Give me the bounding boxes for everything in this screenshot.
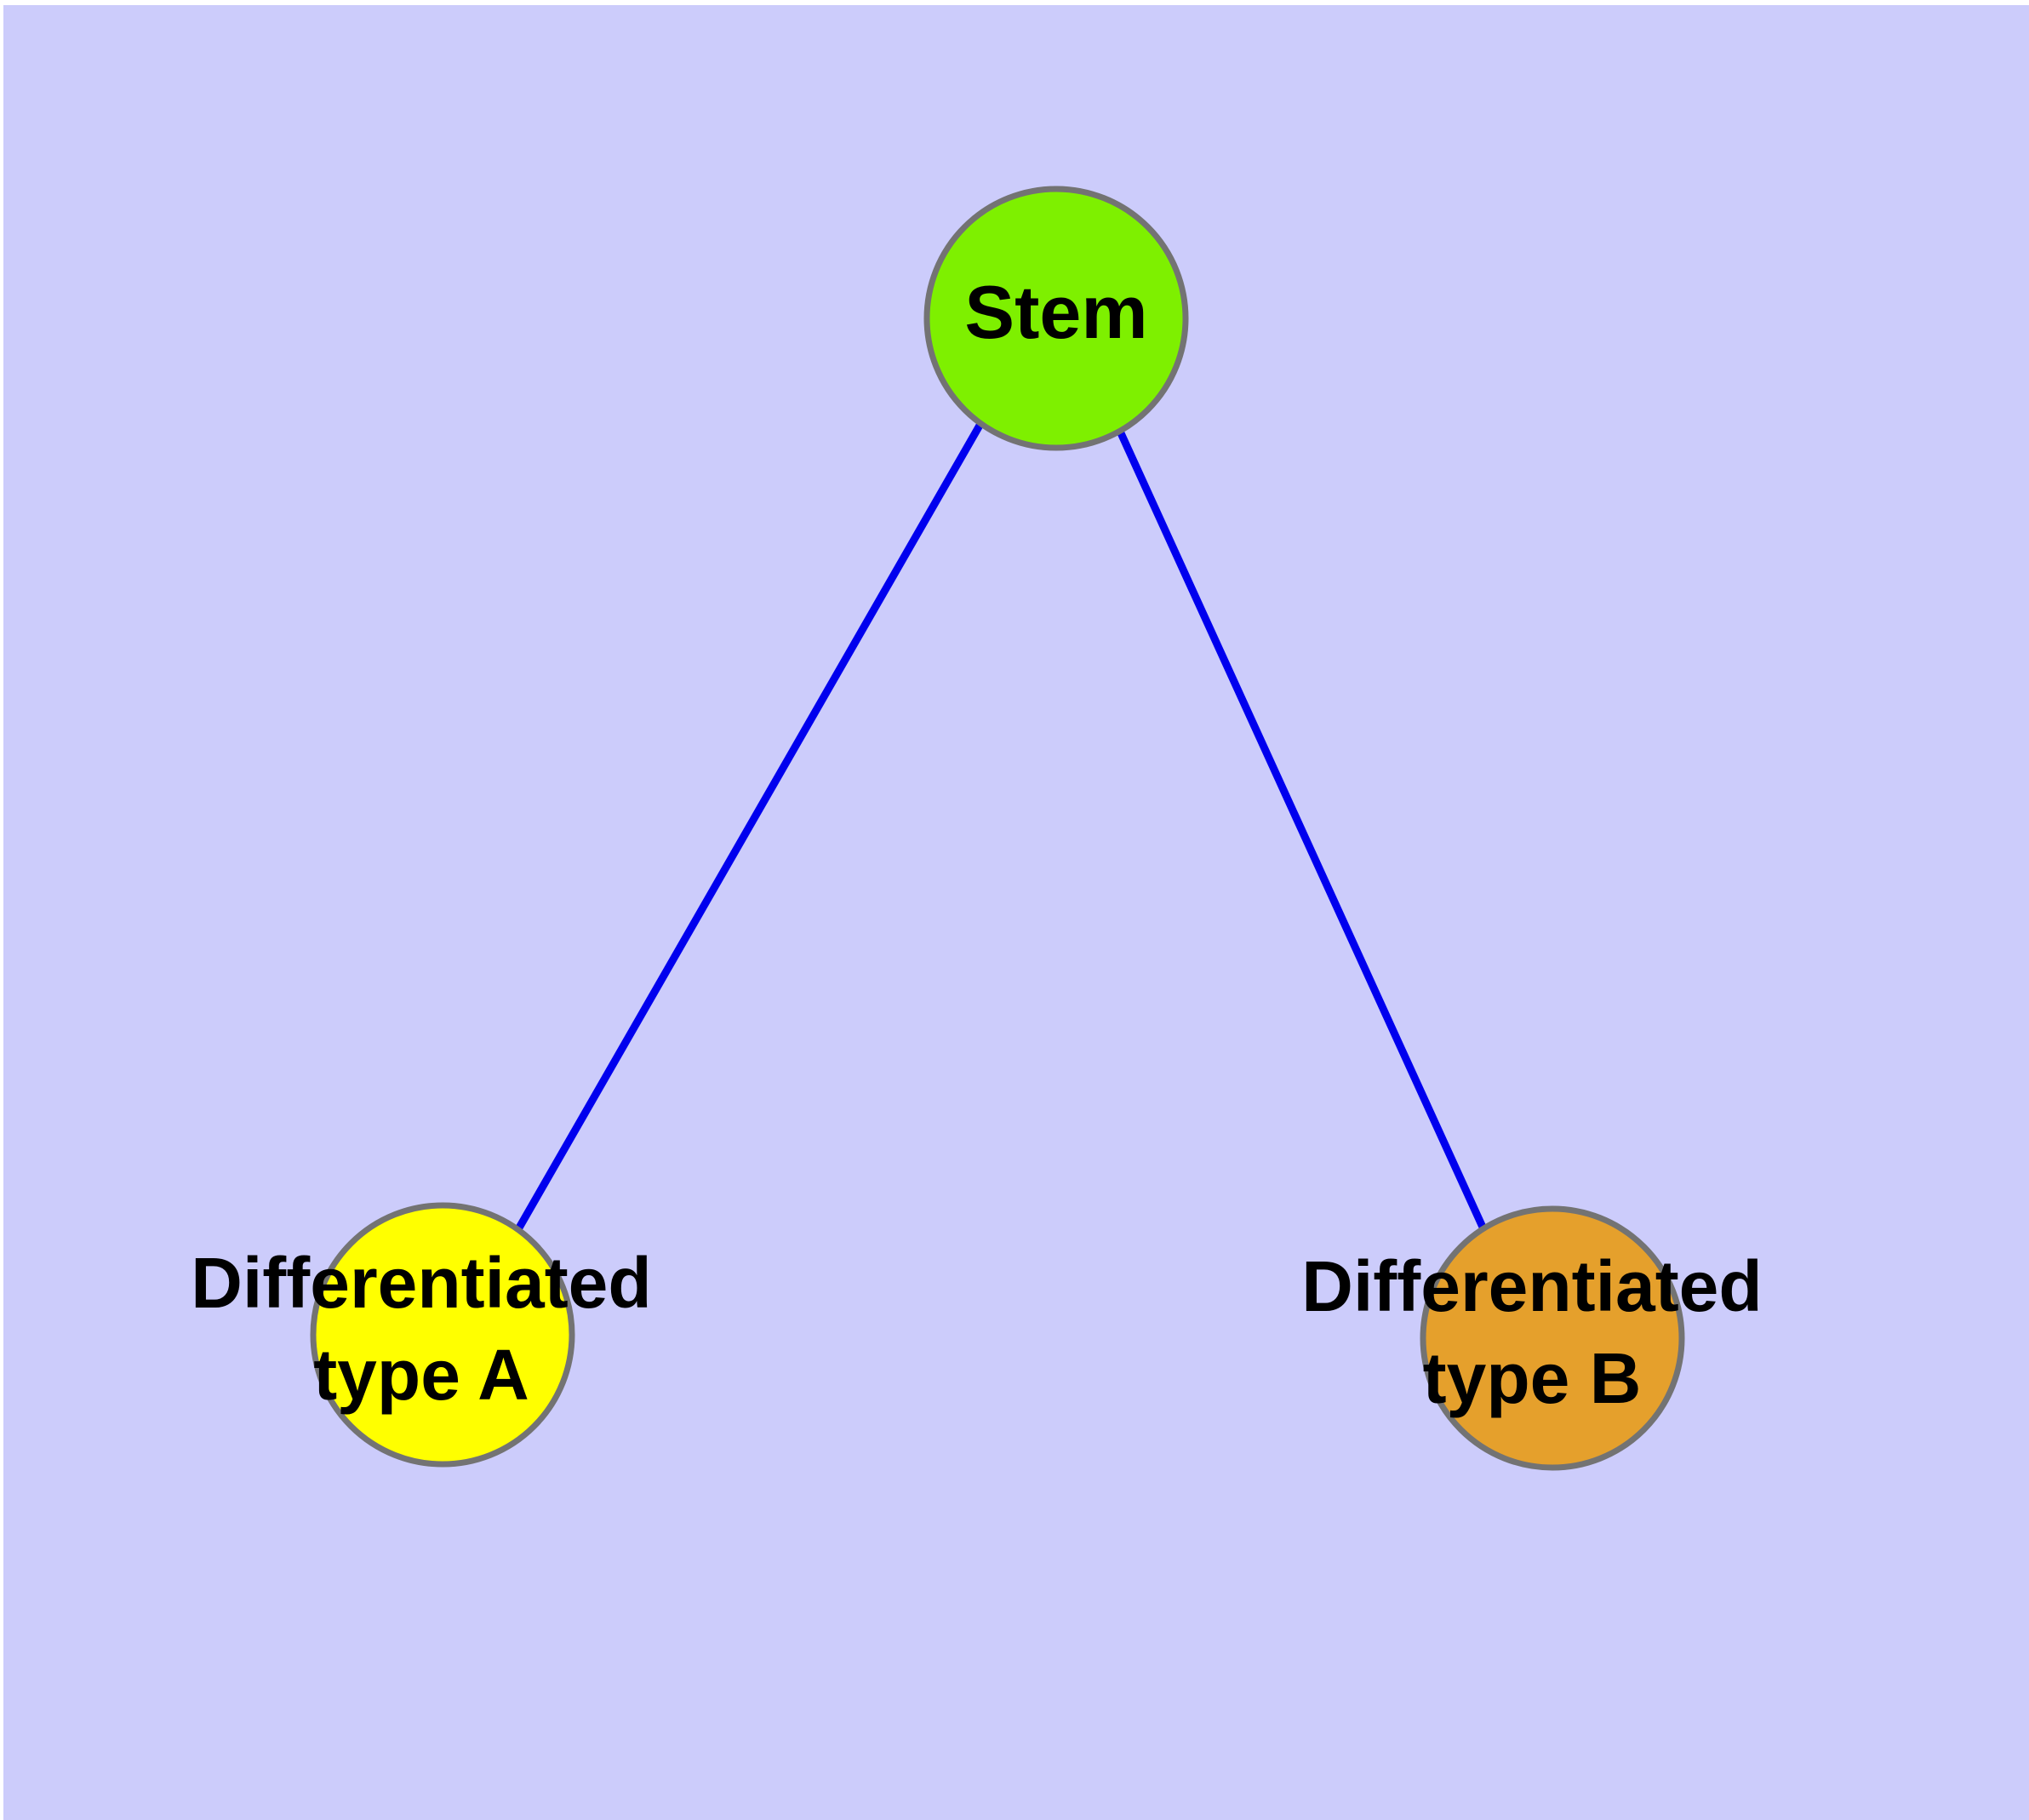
node-differentiated-type-b-label: Differentiated type B — [1301, 1246, 1762, 1418]
node-stem-label: Stem — [964, 270, 1147, 354]
node-differentiated-type-b-circle[interactable] — [1420, 1205, 1685, 1471]
edge-stem-to-differentiated-type-a[interactable] — [515, 421, 984, 1232]
label-line: Stem — [964, 270, 1147, 354]
node-differentiated-type-a-label: Differentiated type A — [191, 1243, 651, 1415]
label-line: type B — [1423, 1338, 1642, 1418]
node-group: Stem Differentiated type A Differentiated… — [191, 186, 1763, 1471]
label-line: type A — [313, 1335, 529, 1415]
node-stem-circle[interactable] — [923, 186, 1189, 451]
node-differentiated-type-a-circle[interactable] — [310, 1202, 575, 1468]
node-differentiated-type-a[interactable]: Differentiated type A — [191, 1202, 652, 1468]
label-line: Differentiated — [191, 1243, 651, 1323]
label-line: Differentiated — [1301, 1246, 1762, 1326]
edge-group — [515, 421, 1489, 1234]
node-stem[interactable]: Stem — [923, 186, 1189, 451]
edge-stem-to-differentiated-type-b[interactable] — [1113, 424, 1489, 1234]
node-differentiated-type-b[interactable]: Differentiated type B — [1301, 1205, 1763, 1471]
